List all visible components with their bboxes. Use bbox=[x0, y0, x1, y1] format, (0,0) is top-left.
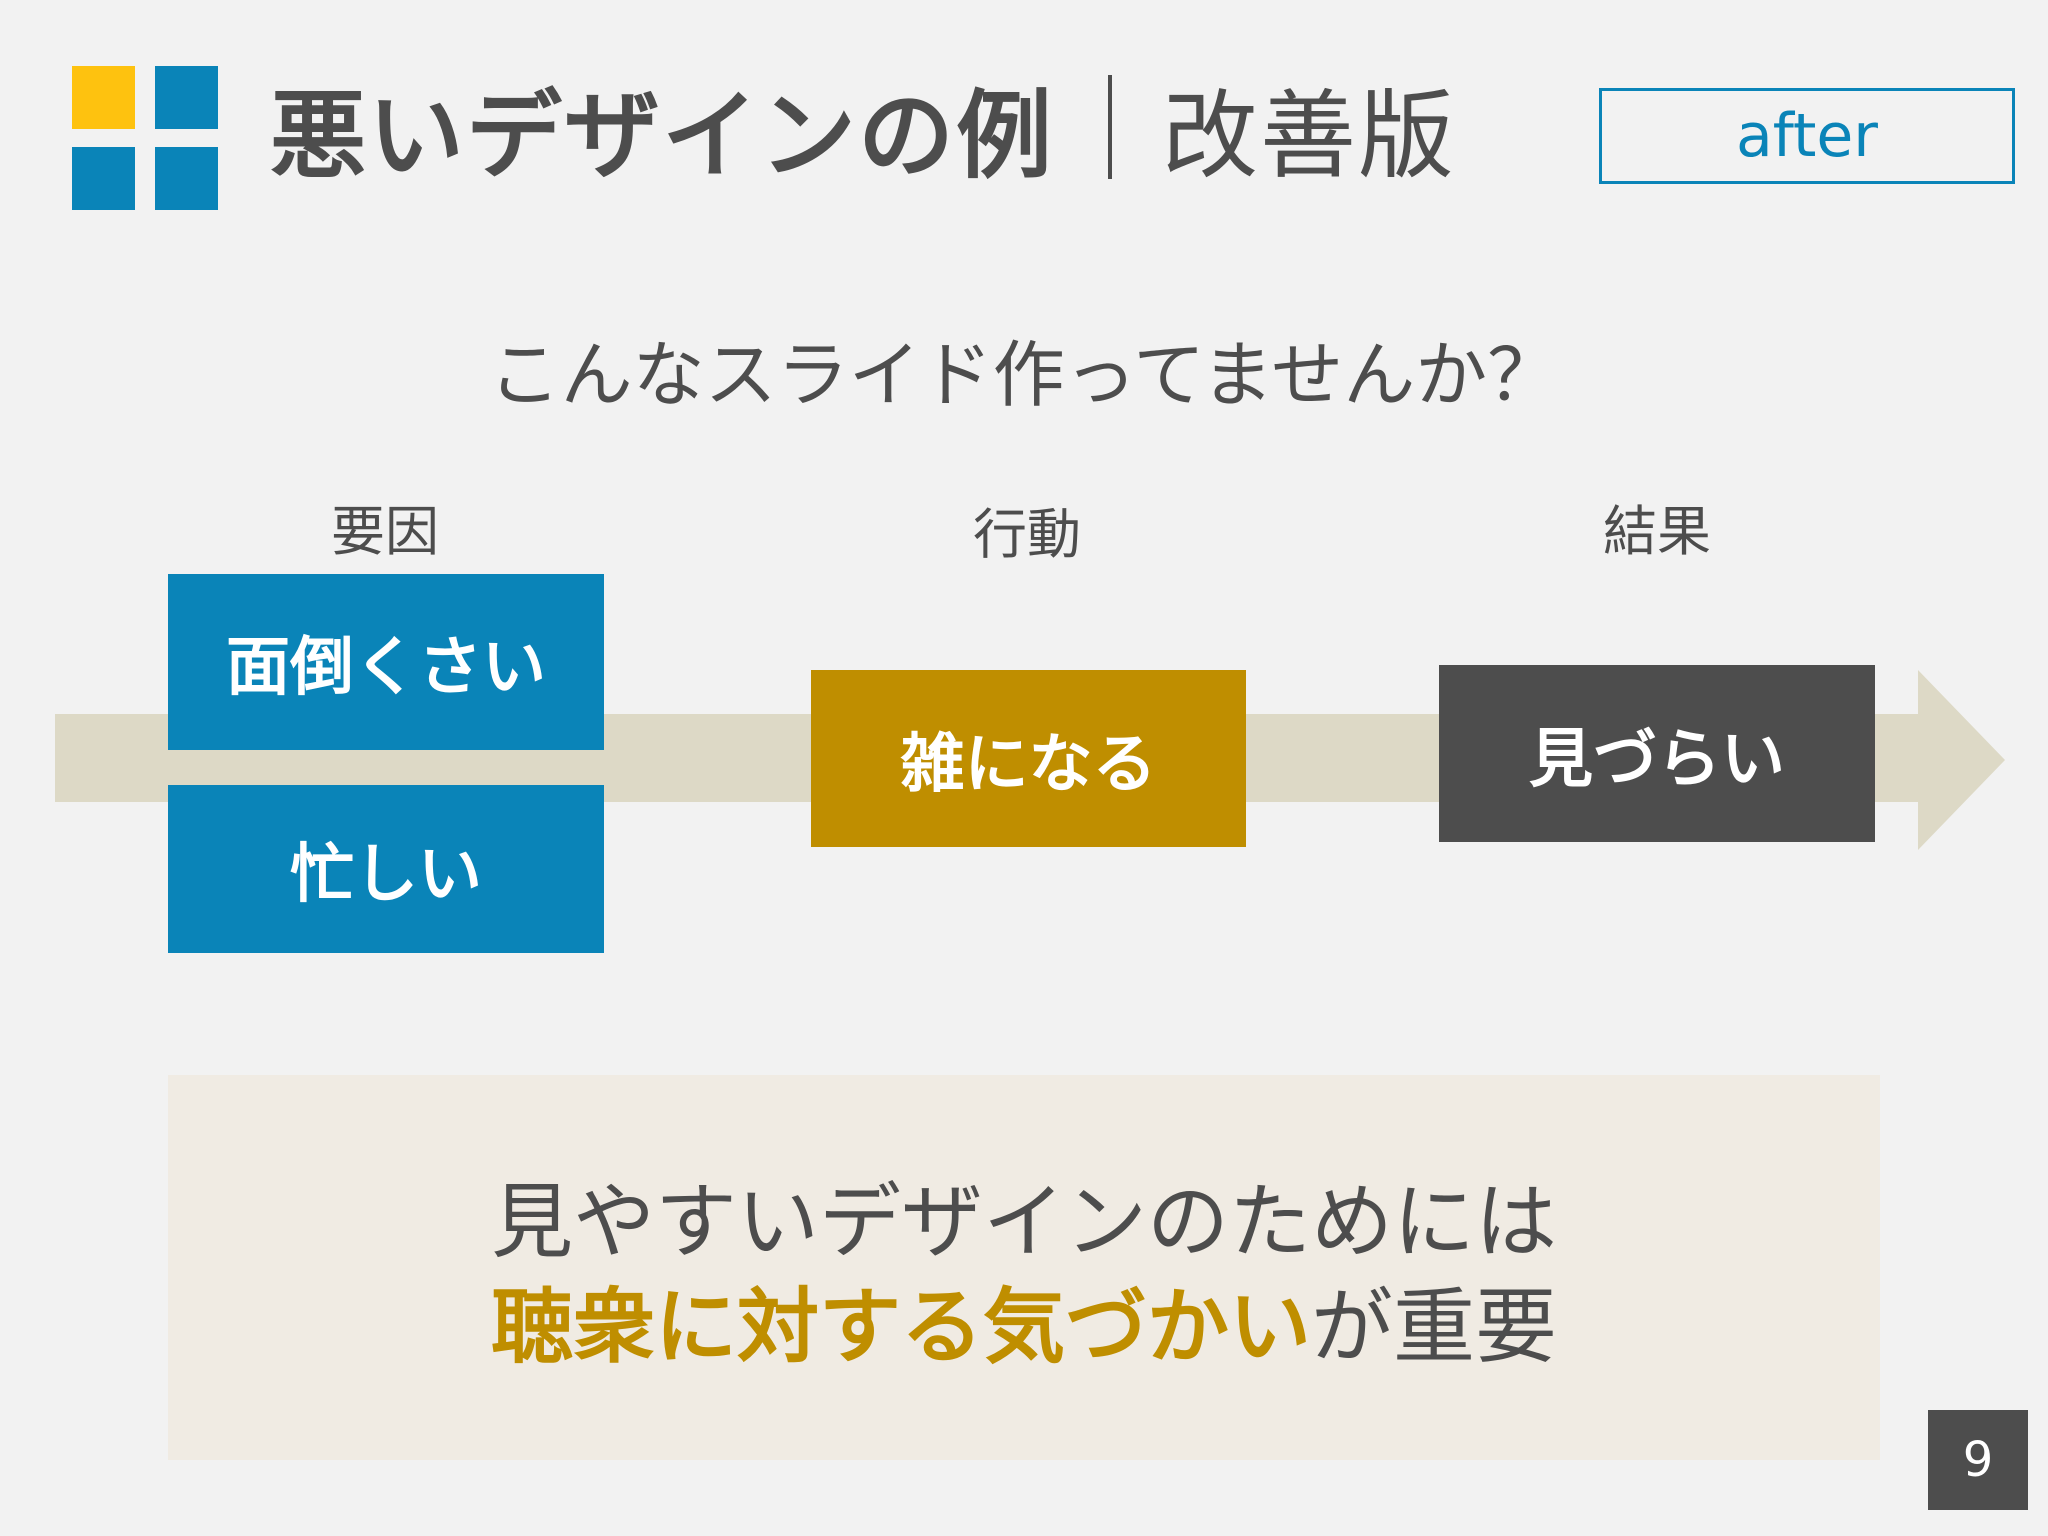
cause-box-2: 忙しい bbox=[168, 785, 604, 953]
cause-box-1: 面倒くさい bbox=[168, 574, 604, 750]
result-box: 見づらい bbox=[1439, 665, 1875, 842]
after-tag: after bbox=[1599, 88, 2015, 184]
takeaway-suffix: が重要 bbox=[1311, 1280, 1558, 1375]
logo-square-blue-br bbox=[155, 147, 218, 210]
takeaway-panel: 見やすいデザインのためには 聴衆に対する気づかいが重要 bbox=[168, 1075, 1880, 1460]
logo-square-blue-bl bbox=[72, 147, 135, 210]
takeaway-line-1: 見やすいデザインのためには bbox=[490, 1175, 1557, 1270]
logo-square-yellow bbox=[72, 66, 135, 129]
logo-square-blue-tr bbox=[155, 66, 218, 129]
title-sub: 改善版 bbox=[1162, 79, 1456, 192]
takeaway-highlight: 聴衆に対する気づかい bbox=[490, 1280, 1311, 1375]
column-label-action: 行動 bbox=[973, 503, 1081, 566]
slide-title: 悪いデザインの例 改善版 bbox=[270, 72, 1456, 192]
page-number: 9 bbox=[1928, 1410, 2028, 1510]
column-label-result: 結果 bbox=[1603, 500, 1711, 563]
takeaway-line-2: 聴衆に対する気づかいが重要 bbox=[168, 1260, 1880, 1379]
action-box: 雑になる bbox=[811, 670, 1246, 847]
four-squares-logo-icon bbox=[72, 66, 218, 210]
title-main: 悪いデザインの例 bbox=[270, 79, 1054, 192]
title-separator bbox=[1108, 75, 1112, 179]
question-text: こんなスライド作ってませんか？ bbox=[488, 333, 1560, 417]
column-label-cause: 要因 bbox=[331, 500, 439, 563]
